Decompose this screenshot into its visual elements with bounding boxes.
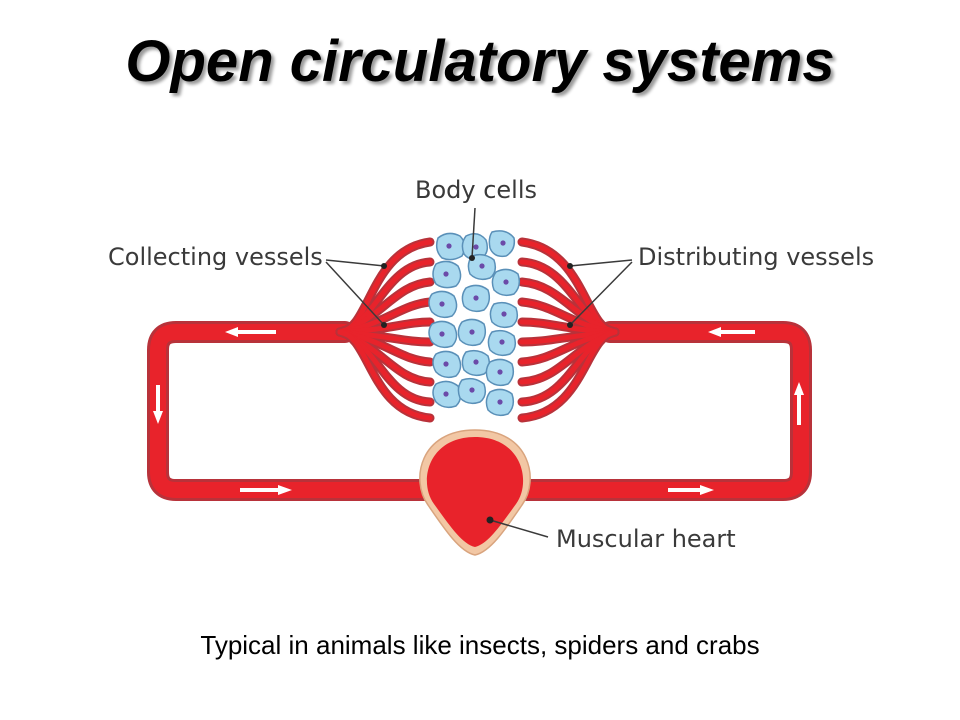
label-muscular-heart: Muscular heart — [556, 525, 736, 553]
collecting-vessels — [335, 237, 435, 423]
flow-arrow-left — [225, 327, 276, 337]
page-title: Open circulatory systems — [125, 29, 835, 94]
label-body-cells: Body cells — [415, 176, 537, 204]
cell-nuclei — [439, 240, 509, 405]
leader-dots — [381, 255, 573, 524]
muscular-heart — [419, 429, 531, 556]
label-collecting-vessels: Collecting vessels — [108, 243, 323, 271]
flow-arrow-left — [708, 327, 755, 337]
flow-arrow-up — [794, 382, 804, 425]
distributing-vessels — [517, 237, 620, 423]
flow-arrow-down — [153, 385, 163, 424]
caption: Typical in animals like insects, spiders… — [200, 630, 760, 660]
flow-arrow-right — [240, 485, 292, 495]
flow-arrow-right — [668, 485, 714, 495]
label-distributing-vessels: Distributing vessels — [638, 243, 874, 271]
flow-arrows — [153, 327, 804, 495]
leader-lines — [325, 207, 633, 538]
